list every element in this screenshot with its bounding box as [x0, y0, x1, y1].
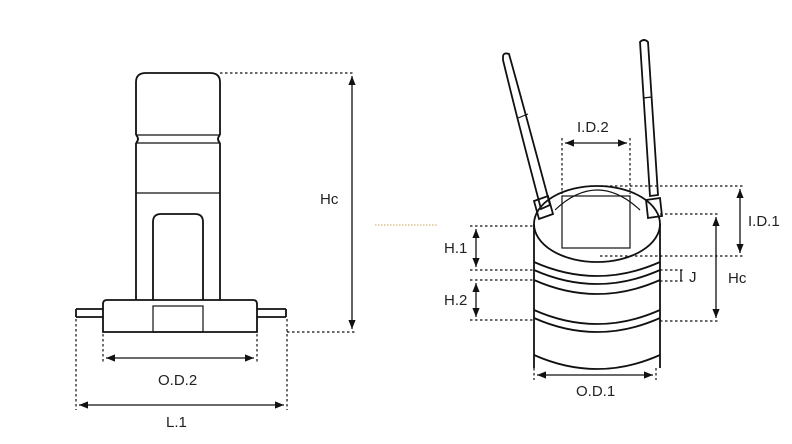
left-dimensions [75, 72, 356, 410]
label-od2: O.D.2 [158, 372, 197, 389]
right-dimensions [470, 138, 745, 380]
label-od1: O.D.1 [576, 383, 615, 400]
label-id2: I.D.2 [577, 119, 609, 136]
brush-holder-part [75, 72, 287, 333]
label-hc-right: Hc [728, 270, 747, 287]
label-l1: L.1 [166, 414, 187, 431]
label-id1: I.D.1 [748, 213, 780, 230]
label-h1: H.1 [444, 240, 467, 257]
label-j: J [689, 269, 697, 286]
label-hc-left: Hc [320, 191, 339, 208]
label-h2: H.2 [444, 292, 467, 309]
slip-ring-part [502, 39, 663, 370]
